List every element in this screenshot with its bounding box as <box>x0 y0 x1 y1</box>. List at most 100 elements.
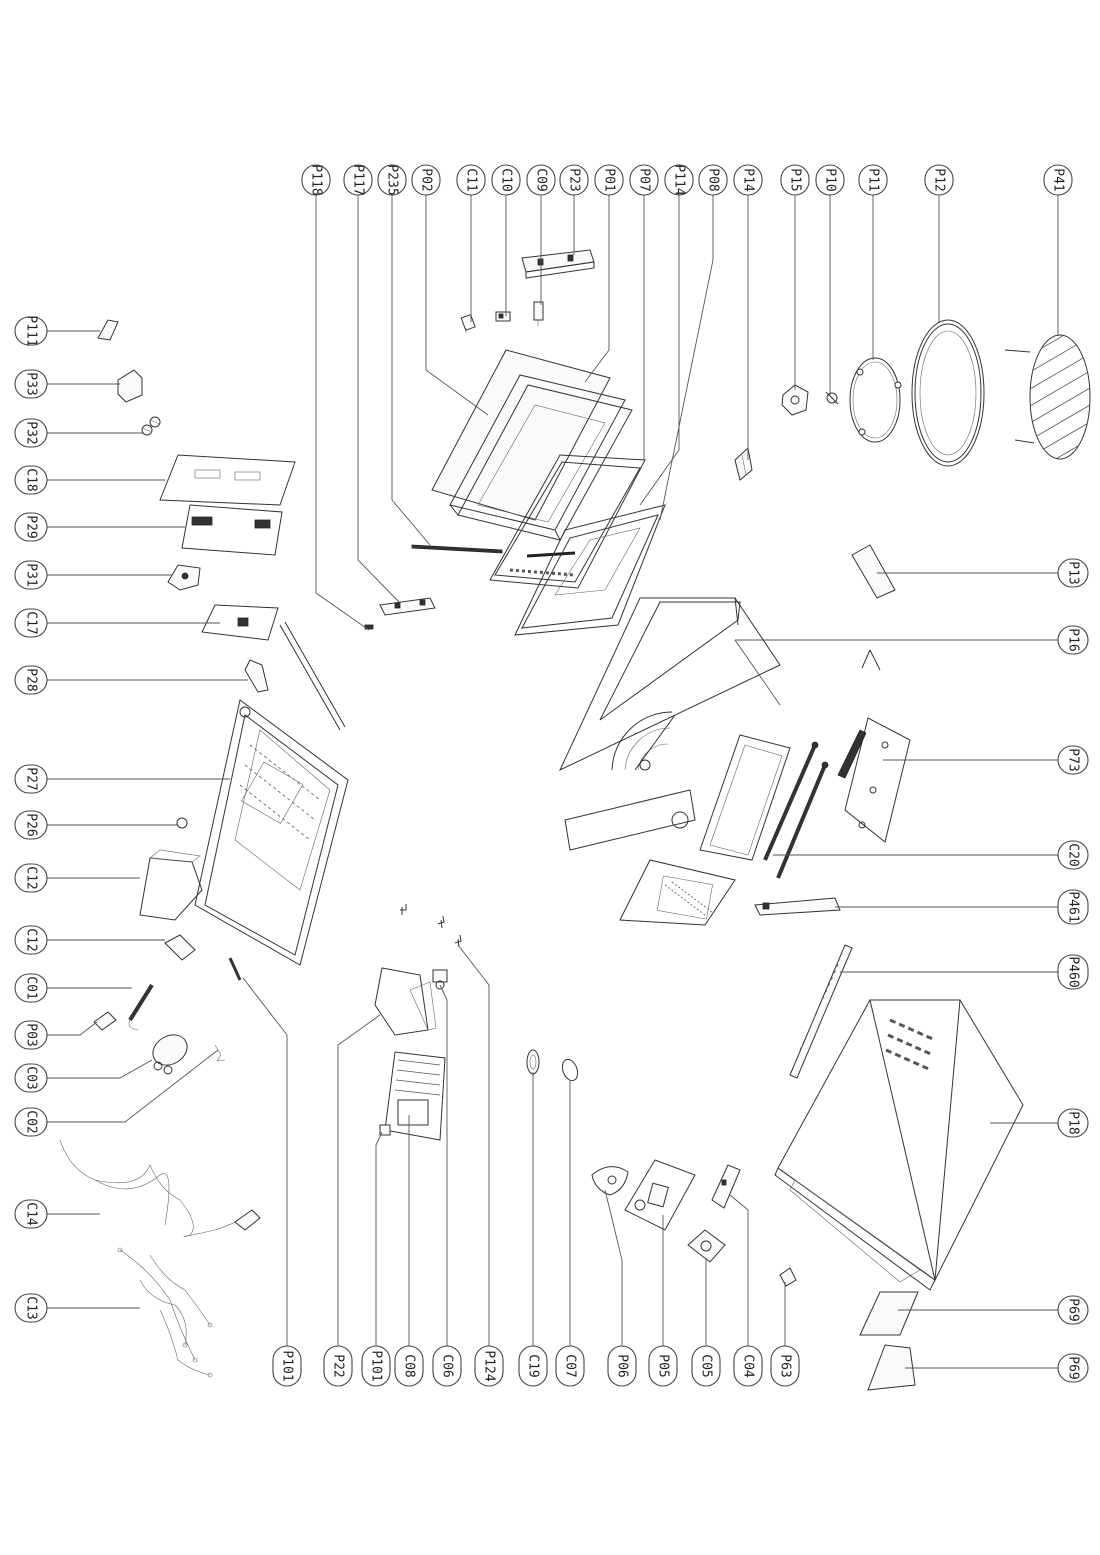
callout-label: P12 <box>932 168 947 191</box>
callout-label: P26 <box>24 813 39 836</box>
callout-left-14: C03 <box>14 1063 48 1093</box>
callout-label: P01 <box>602 168 617 191</box>
callout-label: P114 <box>672 164 687 195</box>
part-p63-clip <box>779 1267 797 1287</box>
callout-label: P15 <box>788 168 803 191</box>
callout-bottom-7: C07 <box>555 1345 585 1387</box>
callout-label: P06 <box>615 1354 630 1377</box>
part-p69-sheet-a <box>859 1291 919 1336</box>
callout-label: P69 <box>1066 1356 1081 1379</box>
callout-left-6: C17 <box>14 608 48 638</box>
part-c18-panel <box>159 454 296 506</box>
callout-label: P11 <box>866 168 881 191</box>
callout-right-6: P18 <box>1057 1108 1089 1138</box>
callout-label: P461 <box>1066 891 1081 922</box>
callout-bottom-12: P63 <box>770 1345 800 1387</box>
part-c07-switch <box>561 1058 579 1082</box>
part-p124-clips <box>400 904 462 948</box>
part-c09 <box>533 301 544 326</box>
callout-label: C19 <box>526 1354 541 1377</box>
part-c11 <box>460 314 476 333</box>
callout-bottom-4: C06 <box>432 1345 462 1387</box>
callout-top-16: P12 <box>924 164 954 196</box>
callout-label: P27 <box>24 767 39 790</box>
callout-top-8: P01 <box>594 164 624 196</box>
callout-bottom-8: P06 <box>607 1345 637 1387</box>
parts-artwork <box>59 249 1091 1391</box>
part-p23 <box>521 249 595 279</box>
callout-bottom-0: P101 <box>272 1345 302 1387</box>
callout-label: C10 <box>499 168 514 191</box>
callout-label: P08 <box>706 168 721 191</box>
callouts-top: P118 P117 P235 P02 C11 C10 C09 P23 P01 P… <box>301 164 1073 196</box>
callout-bottom-1: P22 <box>323 1345 353 1387</box>
callout-left-4: P29 <box>14 512 48 542</box>
callout-label: C20 <box>1066 843 1081 866</box>
callout-left-16: C14 <box>14 1199 48 1229</box>
callout-label: P117 <box>351 164 366 195</box>
callout-left-7: P28 <box>14 665 48 695</box>
part-p14-latch <box>734 447 753 481</box>
callout-label: P16 <box>1066 628 1081 651</box>
callout-label: C12 <box>24 928 39 951</box>
callout-label: P14 <box>741 168 756 192</box>
callout-label: C04 <box>741 1354 756 1378</box>
callout-label: P101 <box>369 1350 384 1381</box>
callout-top-15: P11 <box>858 164 888 196</box>
callout-label: C14 <box>24 1202 39 1226</box>
callout-top-9: P07 <box>629 164 659 196</box>
part-c04-board <box>711 1164 741 1209</box>
callout-label: C02 <box>24 1110 39 1133</box>
callout-top-4: C11 <box>456 164 486 196</box>
callout-label: P101 <box>280 1350 295 1381</box>
part-p18-cabinet <box>774 999 1024 1291</box>
part-p08-door-outer <box>514 504 666 636</box>
callout-label: P41 <box>1051 168 1066 191</box>
callout-left-1: P33 <box>14 369 48 399</box>
callout-right-5: P460 <box>1057 954 1089 990</box>
part-c12-clip <box>164 934 196 961</box>
part-c14-power-cord <box>59 1139 261 1237</box>
leader-lines <box>47 195 1059 1369</box>
part-p73-heater-plate <box>837 649 911 843</box>
part-p03-clip <box>93 1011 117 1031</box>
callout-bottom-3: C08 <box>394 1345 424 1387</box>
callout-bottom-6: C19 <box>518 1345 548 1387</box>
callout-top-17: P41 <box>1043 164 1073 196</box>
callout-label: P23 <box>567 168 582 191</box>
callout-left-9: P26 <box>14 810 48 840</box>
callout-left-11: C12 <box>14 925 48 955</box>
part-p10-coupler <box>825 391 839 405</box>
part-c02-wire <box>214 1044 226 1062</box>
part-p27-base-plate <box>194 621 349 966</box>
callout-top-1: P117 <box>343 164 373 196</box>
callout-left-5: P31 <box>14 560 48 590</box>
part-c12-transformer <box>139 849 203 921</box>
part-p101-rod <box>228 957 242 981</box>
part-c05-motor <box>687 1229 726 1263</box>
callout-label: C13 <box>24 1296 39 1319</box>
callout-top-2: P235 <box>377 164 407 196</box>
callout-label: C08 <box>402 1354 417 1377</box>
part-p32-springs <box>141 416 161 436</box>
part-p28-bracket <box>244 659 269 693</box>
callouts-bottom: P101 P22 P101 C08 C06 P124 C19 C07 P06 P… <box>272 1345 800 1387</box>
callout-label: P02 <box>419 168 434 191</box>
callout-label: P63 <box>778 1354 793 1377</box>
callout-top-11: P08 <box>698 164 728 196</box>
part-p461-strip <box>754 897 841 916</box>
callout-label: C12 <box>24 866 39 889</box>
part-p31-bracket <box>167 564 201 591</box>
callout-label: P118 <box>309 164 324 195</box>
callout-top-6: C09 <box>526 164 556 196</box>
callout-left-17: C13 <box>14 1293 48 1323</box>
callout-bottom-5: P124 <box>474 1345 504 1387</box>
callout-left-10: C12 <box>14 863 48 893</box>
part-p16-cavity <box>558 597 791 926</box>
part-p29-panel <box>181 504 283 556</box>
callout-bottom-2: P101 <box>361 1345 391 1387</box>
callout-top-5: C10 <box>491 164 521 196</box>
part-c06-fuse <box>432 969 448 990</box>
part-p33-knob <box>117 369 143 403</box>
callout-bottom-10: C05 <box>691 1345 721 1387</box>
